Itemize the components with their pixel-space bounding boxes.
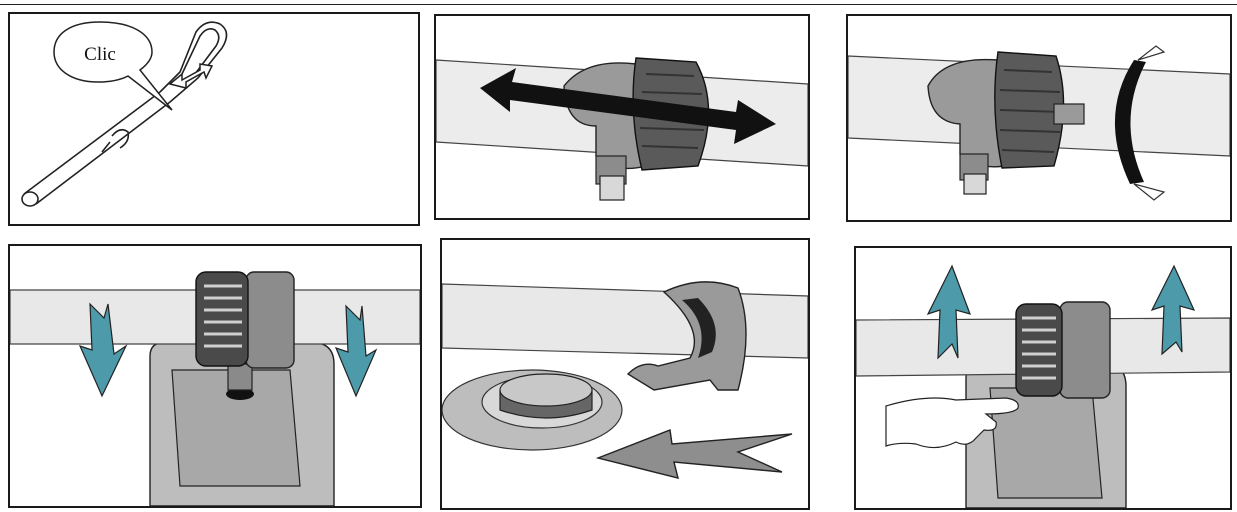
fitting-slide-illustration xyxy=(436,16,808,218)
nut-rotate-illustration xyxy=(848,16,1230,220)
clip-illustration xyxy=(442,240,808,508)
panel-step-6-press-and-lift xyxy=(854,246,1232,510)
panel-step-2-slide-fitting xyxy=(434,14,810,220)
panel-step-5-slide-clip xyxy=(440,238,810,510)
clic-label: Clic xyxy=(70,44,130,66)
top-rule xyxy=(0,4,1237,5)
press-lift-illustration xyxy=(856,248,1230,508)
lower-fitting-illustration xyxy=(10,246,420,506)
panel-step-1-handle-click: Clic xyxy=(8,12,420,226)
panel-step-4-lower-onto-base xyxy=(8,244,422,508)
speech-bubble xyxy=(54,22,172,110)
panel-step-3-rotate-nut xyxy=(846,14,1232,222)
